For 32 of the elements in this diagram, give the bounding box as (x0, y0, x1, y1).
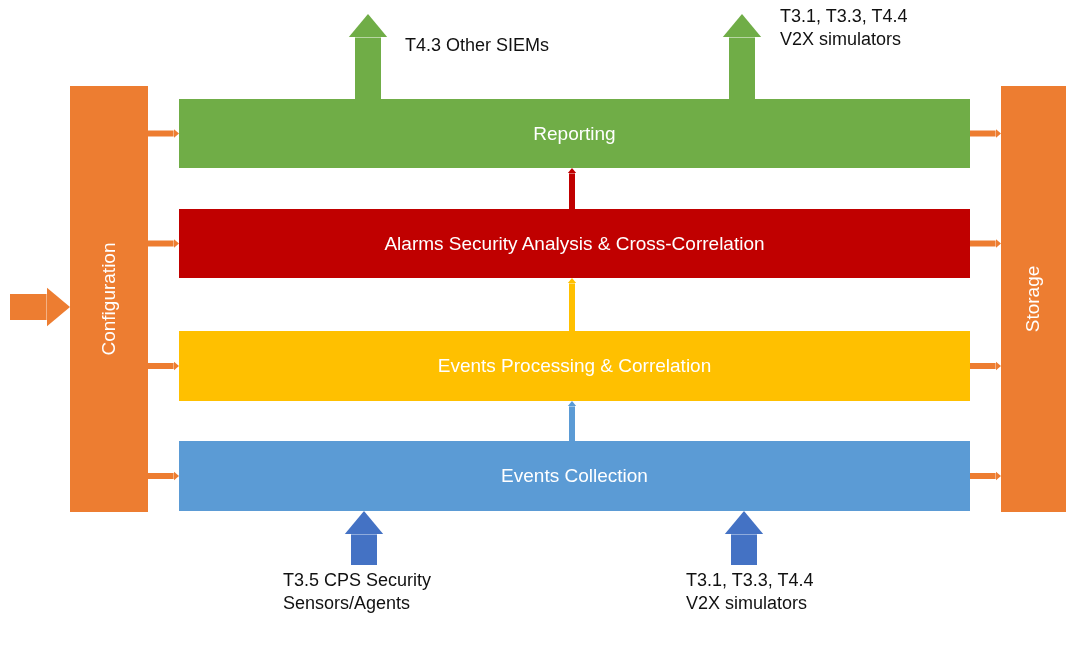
source-label: T4.3 Other SIEMs (404, 34, 551, 57)
arrow (567, 401, 577, 441)
arrow (970, 239, 1001, 248)
bar-label: Storage (1022, 265, 1045, 333)
arrow (567, 278, 577, 331)
arrow (567, 168, 577, 209)
arrow (970, 361, 1001, 371)
layer-label: Events Processing & Correlation (437, 355, 712, 377)
block-arrow (10, 287, 70, 327)
block-arrow (724, 511, 764, 565)
layer-box (179, 331, 970, 401)
arrow (148, 129, 179, 138)
storage-bar (1001, 86, 1066, 512)
block-arrow (722, 14, 762, 99)
arrow (148, 239, 179, 248)
layer-box (179, 209, 970, 278)
arrow (970, 129, 1001, 138)
arrow (970, 471, 1001, 481)
arrow (148, 361, 179, 371)
layer-label: Alarms Security Analysis & Cross-Correlation (384, 232, 765, 255)
arrow (148, 471, 179, 481)
layer-box (179, 99, 970, 168)
source-label: T3.5 CPS Security Sensors/Agents (282, 569, 433, 615)
block-arrow (344, 511, 384, 565)
source-label: T3.1, T3.3, T4.4 V2X simulators (779, 5, 909, 51)
layer-label: Reporting (533, 122, 616, 145)
block-arrow (348, 14, 388, 99)
layer-box (179, 441, 970, 511)
configuration-bar (70, 86, 148, 512)
source-label: T3.1, T3.3, T4.4 V2X simulators (685, 569, 815, 615)
bar-label: Configuration (98, 242, 120, 356)
layer-label: Events Collection (501, 465, 648, 487)
